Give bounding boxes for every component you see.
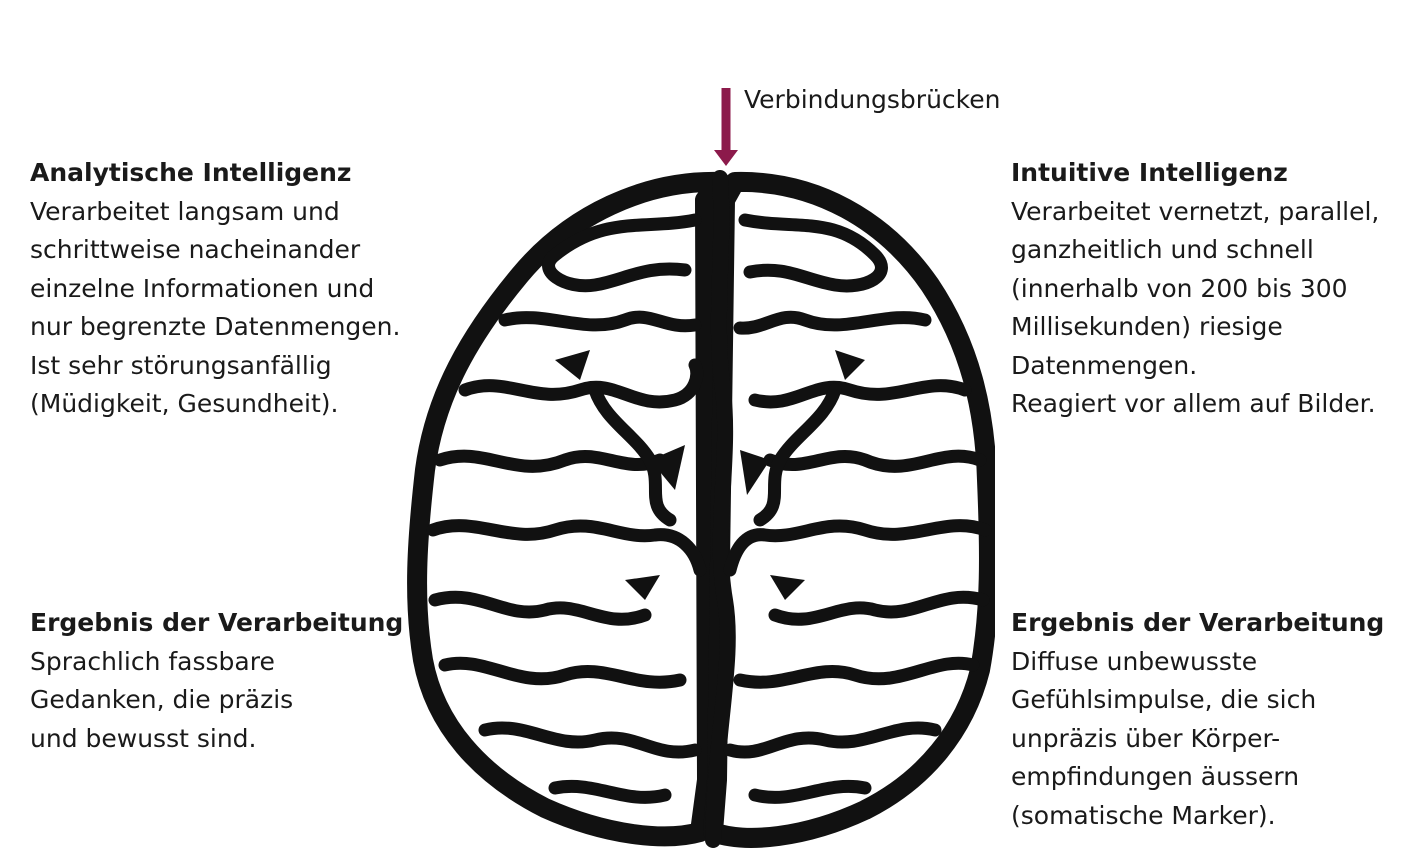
left-gyrus [438, 656, 687, 689]
left-hemisphere-outline [407, 171, 730, 847]
connector-arrow [714, 88, 738, 166]
sulcus-fill [555, 350, 590, 380]
sulcus-fill [770, 575, 805, 600]
arrow-shaft [721, 88, 731, 152]
intuitive-text-line: Reagiert vor allem auf Bilder. [1011, 389, 1376, 418]
left-gyrus [458, 358, 704, 409]
analytic-text-line: nur begrenzte Datenmengen. [30, 312, 401, 341]
intuitive-text-line: Datenmengen. [1011, 350, 1198, 380]
right-gyrus [733, 656, 980, 689]
analytic-text-line: Ist sehr störungsanfällig [30, 350, 332, 380]
intuitive-result-line: (somatische Marker). [1011, 800, 1276, 830]
analytic-result-line: Gedanken, die präzis [30, 685, 294, 714]
analytic-text-line: schrittweise nacheinander [30, 235, 361, 264]
intuitive-intelligence-block: Intuitive Intelligenz Verarbeitet vernet… [1011, 154, 1379, 424]
sulcus-fill [835, 350, 865, 380]
left-gyrus [542, 213, 702, 293]
connector-label: Verbindungsbrücken [744, 85, 1001, 114]
intuitive-text-line: (innerhalb von 200 bis 300 [1011, 273, 1348, 303]
central-fissure [705, 170, 736, 848]
analytic-intelligence-block: Analytische Intelligenz Verarbeitet lang… [30, 154, 400, 424]
intuitive-result-title: Ergebnis der Verarbeitung [1011, 608, 1385, 637]
left-gyrus [498, 310, 702, 333]
intuitive-text-line: Verarbeitet vernetzt, parallel, [1011, 196, 1380, 226]
intuitive-result-line: empfindungen äussern [1011, 762, 1300, 791]
analytic-result-title: Ergebnis der Verarbeitung [30, 608, 404, 637]
intuitive-result-line: Gefühlsimpulse, die sich [1011, 685, 1317, 714]
sulcus-fill [740, 450, 770, 495]
sulcus-fill [625, 575, 660, 600]
left-gyrus [548, 779, 672, 804]
left-gyrus [428, 590, 652, 626]
left-gyrus [433, 449, 667, 473]
analytic-text-line: (Müdigkeit, Gesundheit). [30, 389, 339, 418]
intuitive-text-line: ganzheitlich und schnell [1011, 235, 1314, 264]
analytic-result-block: Ergebnis der Verarbeitung Sprachlich fas… [30, 604, 403, 758]
right-gyrus [748, 379, 972, 409]
left-gyrus [426, 519, 707, 577]
intuitive-intelligence-title: Intuitive Intelligenz [1011, 158, 1288, 187]
sulcus-fill [650, 445, 685, 490]
intuitive-text-line: Millisekunden) riesige [1011, 312, 1283, 341]
right-gyrus [763, 449, 987, 473]
right-gyrus [723, 519, 992, 577]
right-gyrus [753, 383, 842, 527]
analytic-result-line: und bewusst sind. [30, 723, 257, 753]
right-gyrus [748, 779, 872, 804]
analytic-intelligence-title: Analytische Intelligenz [30, 158, 352, 187]
intuitive-result-line: Diffuse unbewusste [1011, 646, 1258, 676]
right-gyrus [738, 213, 888, 293]
intuitive-result-block: Ergebnis der Verarbeitung Diffuse unbewu… [1011, 604, 1384, 835]
right-gyrus [723, 721, 942, 759]
intuitive-result-line: unpräzis über Körper- [1011, 723, 1281, 753]
brain-illustration [407, 170, 995, 848]
analytic-text-line: Verarbeitet langsam und [30, 196, 340, 226]
left-gyrus [478, 721, 702, 759]
arrow-head [714, 150, 738, 166]
right-hemisphere-outline [703, 171, 995, 848]
right-gyrus [768, 590, 990, 626]
analytic-result-line: Sprachlich fassbare [30, 646, 275, 676]
right-gyrus [733, 310, 932, 335]
analytic-text-line: einzelne Informationen und [30, 273, 375, 303]
